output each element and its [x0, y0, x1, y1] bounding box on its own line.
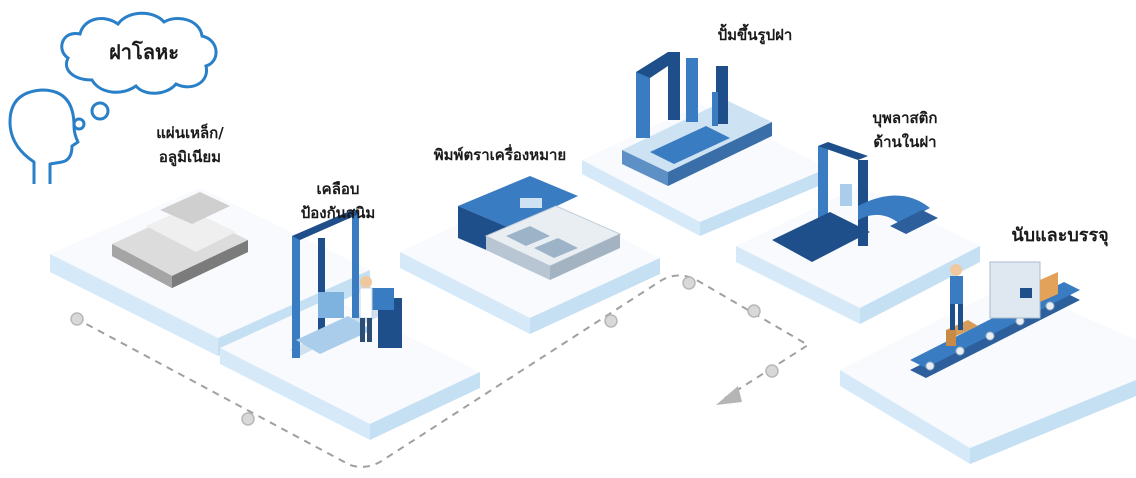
step-5-label: บุพลาสติก ด้านในฝา — [835, 106, 975, 154]
step-2-line2: ป้องกันสนิม — [300, 204, 376, 222]
lining-machine — [772, 142, 938, 262]
stamping-robots — [622, 52, 772, 186]
platform-6 — [840, 284, 1136, 464]
worker-figure — [359, 276, 373, 342]
step-1-line1: แผ่นเหล็ก/ — [156, 124, 224, 142]
printing-machine — [458, 176, 622, 280]
thinking-head-icon — [8, 88, 80, 184]
step-5-line2: ด้านในฝา — [873, 133, 937, 151]
packing-worker — [950, 264, 963, 330]
step-5-line1: บุพลาสติก — [872, 109, 938, 127]
step-3-line1: พิมพ์ตราเครื่องหมาย — [433, 146, 567, 164]
step-6-line1: นับและบรรจุ — [1011, 225, 1109, 246]
packing-conveyor — [910, 261, 1080, 378]
step-4-line1: ปั้มขึ้นรูปฝา — [717, 26, 793, 44]
platform-2 — [220, 298, 480, 440]
metal-sheet-stack — [112, 192, 248, 288]
step-3-label: พิมพ์ตราเครื่องหมาย — [400, 143, 600, 167]
flow-arrowhead — [716, 386, 742, 405]
step-4-label: ปั้มขึ้นรูปฝา — [685, 23, 825, 47]
step-6-label: นับและบรรจุ — [990, 223, 1130, 249]
thought-dots — [72, 101, 110, 131]
step-2-line1: เคลือบ — [316, 180, 360, 198]
path-dots — [70, 276, 779, 426]
step-1-line2: อลูมิเนียม — [158, 148, 222, 166]
thought-cloud — [60, 11, 218, 95]
step-1-label: แผ่นเหล็ก/ อลูมิเนียม — [110, 121, 270, 169]
flow-path — [74, 274, 810, 468]
step-2-label: เคลือบ ป้องกันสนิม — [268, 177, 408, 225]
thought-text: ฝาโลหะ — [109, 40, 179, 64]
